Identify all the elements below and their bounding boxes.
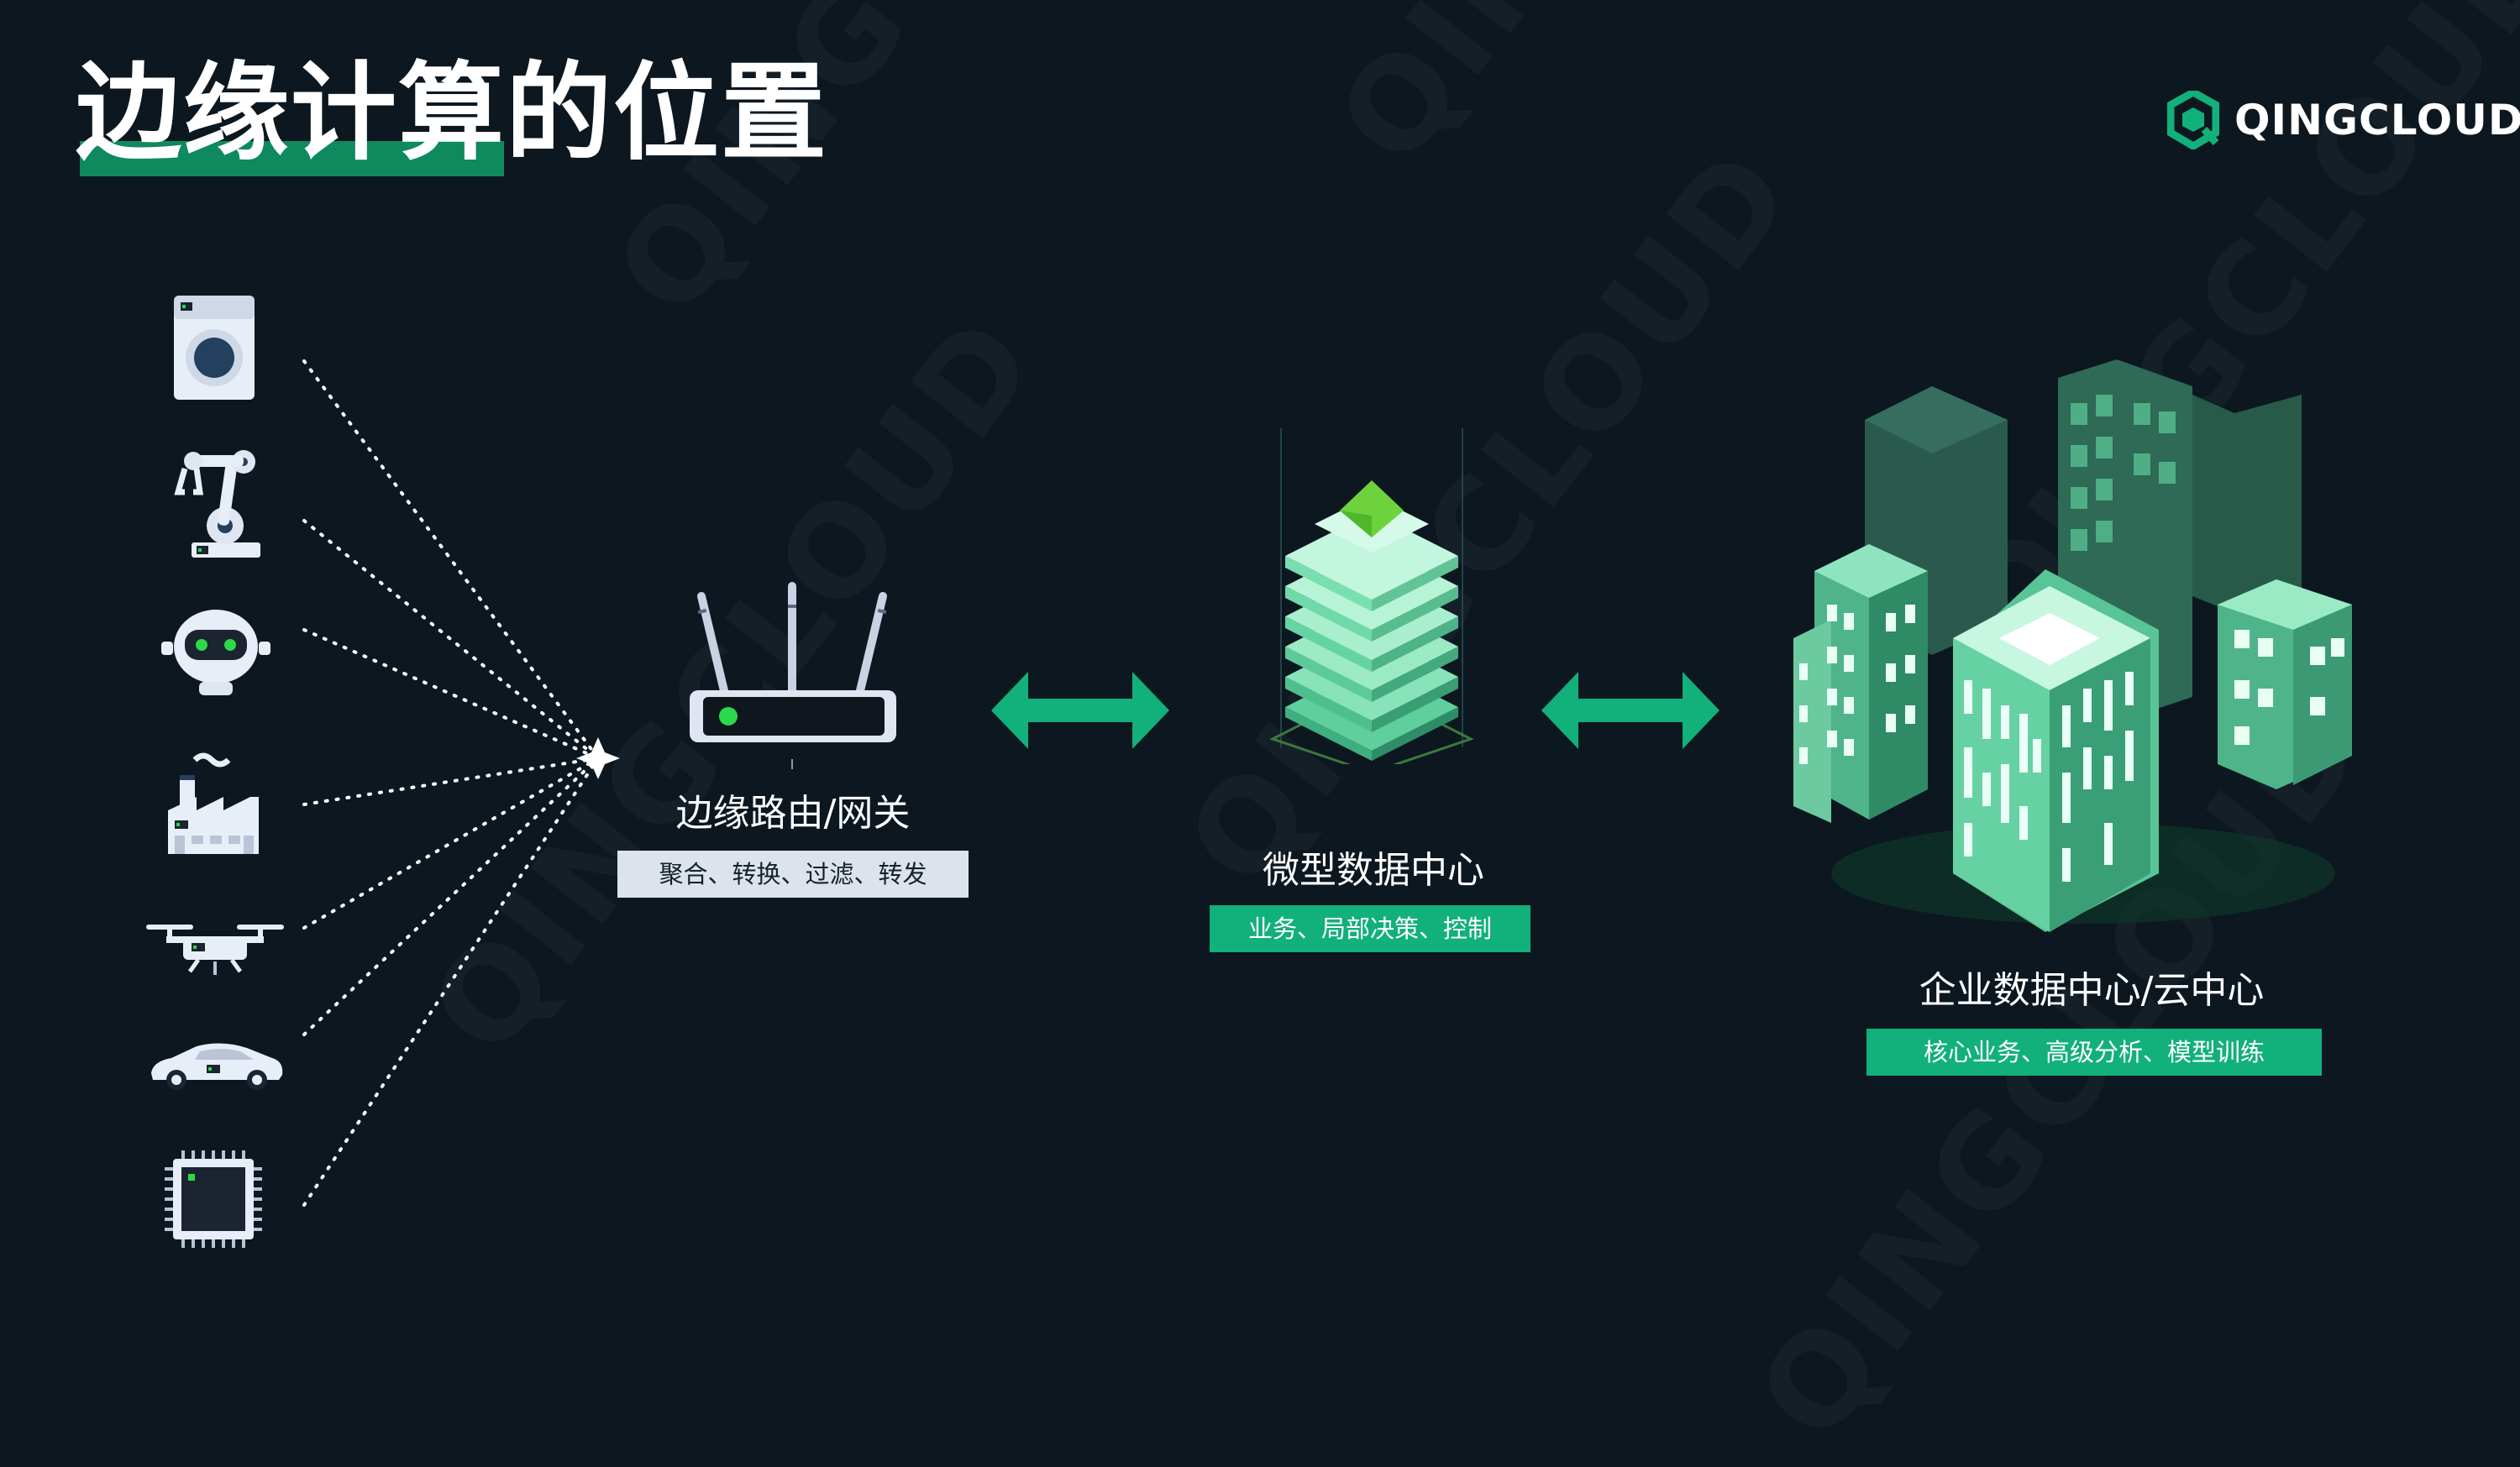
- enterprise-datacenter-icon: [1781, 353, 2402, 940]
- connection-line: [302, 757, 600, 1207]
- enterprise-dc-label: 企业数据中心/云中心: [1919, 969, 2265, 1012]
- robot-arm-icon: [166, 443, 267, 561]
- micro-datacenter-icon: [1264, 428, 1483, 764]
- factory-icon: [163, 752, 264, 859]
- device-connection-lines: [302, 359, 620, 1207]
- micro-dc-label: 微型数据中心: [1263, 849, 1484, 892]
- title-underline-bar: [80, 141, 504, 176]
- connection-line: [302, 757, 600, 1036]
- bidirectional-arrow-icon: [1541, 672, 1719, 749]
- enterprise-dc-tag: 核心业务、高级分析、模型训练: [1866, 1029, 2322, 1076]
- connection-line: [302, 757, 600, 930]
- connection-line: [302, 359, 600, 760]
- convergence-sparkle-icon: [576, 737, 620, 779]
- slide: QINGCLOUD QINGCLOUD QINGCLOUD QINGCLOUD …: [76, 50, 2520, 1248]
- gateway-tag: 聚合、转换、过滤、转发: [617, 851, 969, 898]
- connection-line: [302, 757, 600, 806]
- robot-head-icon: [160, 605, 272, 699]
- page-title-block: 边缘计算的位置: [76, 50, 828, 176]
- gateway-label: 边缘路由/网关: [675, 792, 911, 835]
- micro-dc-tag: 业务、局部决策、控制: [1210, 905, 1530, 952]
- washing-machine-icon: [172, 294, 256, 401]
- router-icon: [685, 579, 903, 773]
- connection-line: [302, 628, 600, 760]
- chip-icon: [165, 1150, 262, 1248]
- page-title: 边缘计算的位置: [76, 51, 828, 175]
- qingcloud-logo: QINGCLOUD: [2167, 91, 2520, 149]
- car-icon: [146, 1040, 286, 1092]
- connection-line: [302, 519, 600, 760]
- qingcloud-hex-icon: [2167, 91, 2219, 149]
- drone-icon: [144, 919, 286, 978]
- logo-text: QINGCLOUD: [2234, 96, 2520, 144]
- bidirectional-arrow-icon: [991, 672, 1169, 749]
